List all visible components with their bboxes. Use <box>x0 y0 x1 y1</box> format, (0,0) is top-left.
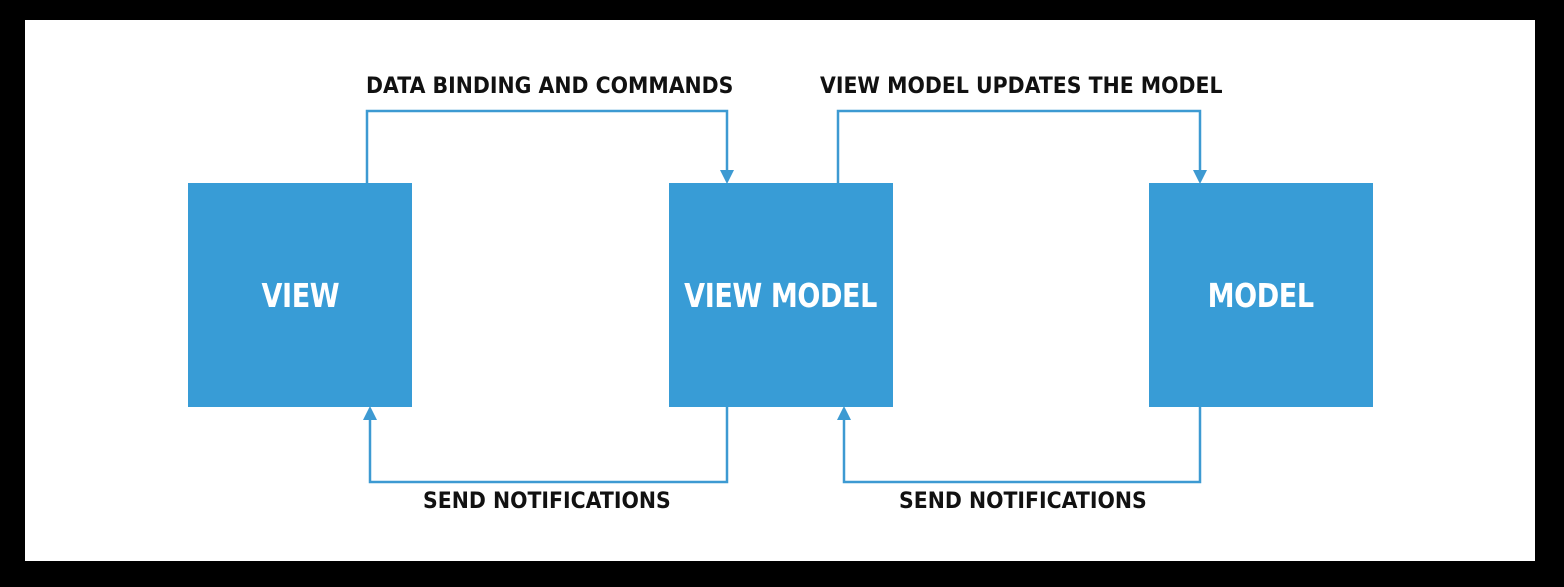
arrowhead-into-viewmodel-bottom <box>837 406 851 420</box>
edge-label-viewmodel-updates-model: VIEW MODEL UPDATES THE MODEL <box>820 74 1223 99</box>
edge-label-send-notifications-left: SEND NOTIFICATIONS <box>423 489 671 514</box>
arrowhead-into-model-top <box>1193 170 1207 184</box>
edge-label-send-notifications-right: SEND NOTIFICATIONS <box>899 489 1147 514</box>
connector-view-to-viewmodel <box>365 109 729 183</box>
view-box: VIEW <box>188 183 412 407</box>
view-box-label: VIEW <box>261 275 339 315</box>
connector-viewmodel-to-view <box>368 407 729 484</box>
connector-model-to-viewmodel <box>842 407 1202 484</box>
model-box: MODEL <box>1149 183 1373 407</box>
view-model-box: VIEW MODEL <box>669 183 893 407</box>
arrowhead-into-viewmodel-top <box>720 170 734 184</box>
edge-label-data-binding: DATA BINDING AND COMMANDS <box>366 74 734 99</box>
connector-viewmodel-to-model <box>836 109 1202 183</box>
arrowhead-into-view-bottom <box>363 406 377 420</box>
view-model-box-label: VIEW MODEL <box>684 275 878 315</box>
model-box-label: MODEL <box>1207 275 1315 315</box>
